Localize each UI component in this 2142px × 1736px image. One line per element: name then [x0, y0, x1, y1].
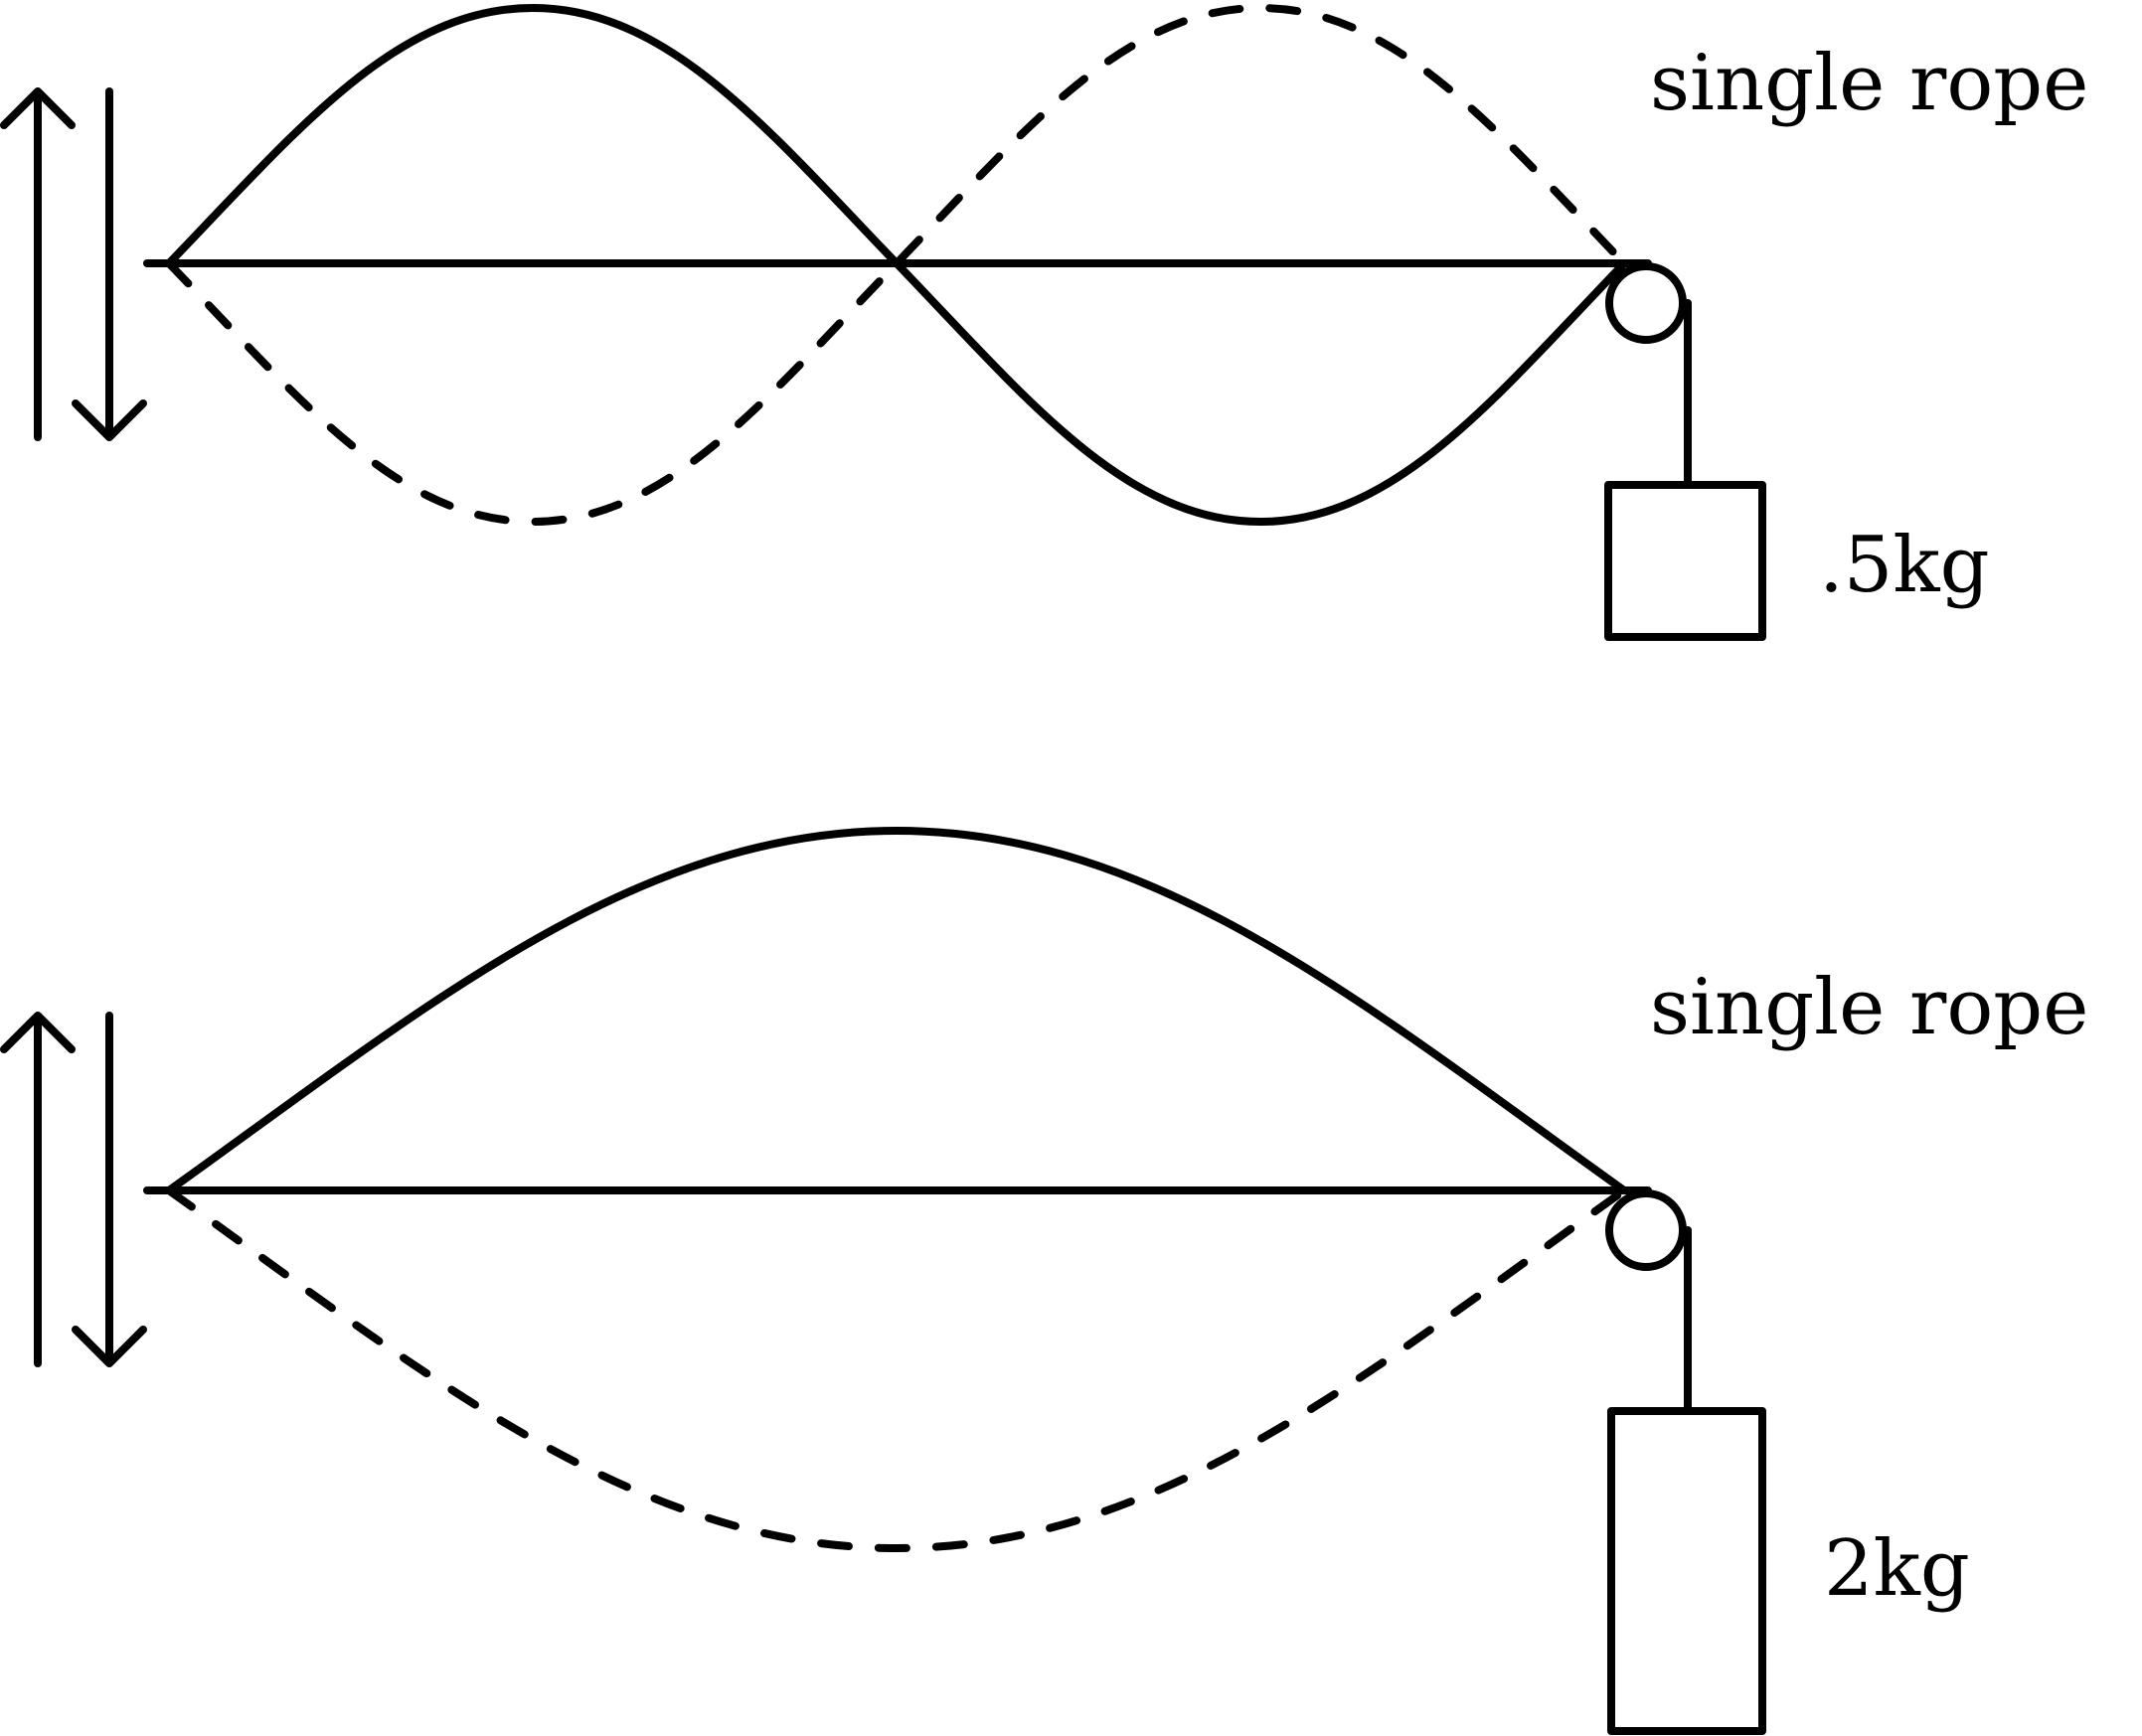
down-arrow-icon [72, 1012, 147, 1367]
oscillation-arrows-icon [0, 1012, 147, 1367]
up-arrow-icon [0, 1012, 76, 1367]
pulley [1605, 262, 1687, 344]
rope-label: single rope [1650, 963, 2088, 1052]
rope-wave-dashed [165, 1186, 1628, 1552]
down-arrow-icon [72, 87, 147, 441]
panel-bottom: single rope 2kg [0, 827, 2088, 1735]
mass-label: .5kg [1819, 521, 1990, 610]
rope-wave-dashed [165, 4, 1628, 526]
mass-block [1607, 1407, 1766, 1735]
rope-wave-solid [165, 4, 1628, 526]
rope-label: single rope [1650, 39, 2088, 128]
oscillation-arrows-icon [0, 87, 147, 441]
up-arrow-icon [0, 87, 76, 441]
pulley [1605, 1189, 1687, 1271]
rope-wave-solid [165, 827, 1628, 1194]
mass-label: 2kg [1824, 1524, 1970, 1614]
panel-top: single rope .5kg [0, 4, 2088, 641]
mass-block [1604, 481, 1766, 641]
